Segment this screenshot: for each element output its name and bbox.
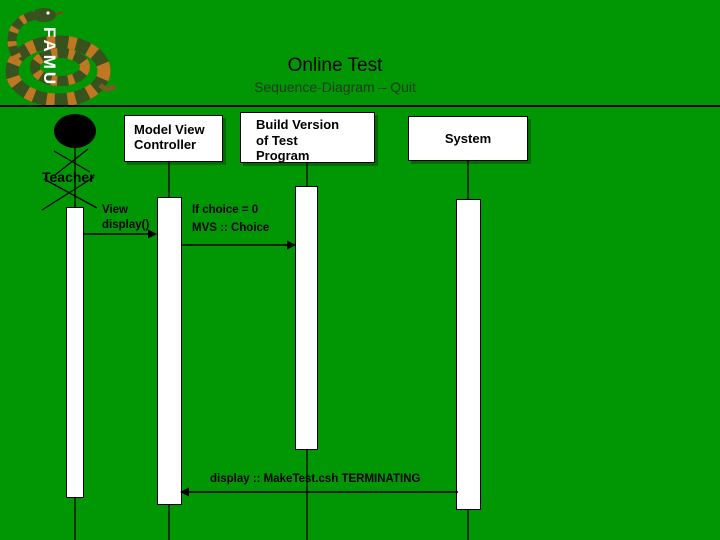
header-divider-line — [0, 105, 720, 107]
famu-logo: FAMU — [2, 5, 126, 107]
activation-bar-teacher — [66, 207, 84, 498]
slide-subtitle: Sequence-Diagram – Quit — [254, 79, 416, 95]
message-label-view-display: View display() — [102, 204, 150, 231]
famu-snake-logo-icon — [5, 8, 117, 107]
object-box-build-version: Build Version of Test Program — [240, 112, 375, 163]
activation-bar-model-view-controller — [157, 197, 182, 505]
slide-title: Online Test — [287, 55, 383, 76]
object-box-model-view-controller: Model View Controller — [124, 115, 223, 162]
activation-bar-build-version — [295, 186, 318, 450]
famu-logo-text: FAMU — [40, 27, 59, 88]
object-box-system: System — [408, 116, 528, 161]
message-label-terminating: display :: MakeTest.csh TERMINATING — [210, 473, 421, 485]
actor-label-teacher: Teacher — [42, 169, 95, 185]
activation-bar-system — [456, 199, 481, 510]
actor-head-icon — [54, 114, 96, 148]
message-label-mvs-choice: If choice = 0 MVS :: Choice — [192, 204, 270, 234]
